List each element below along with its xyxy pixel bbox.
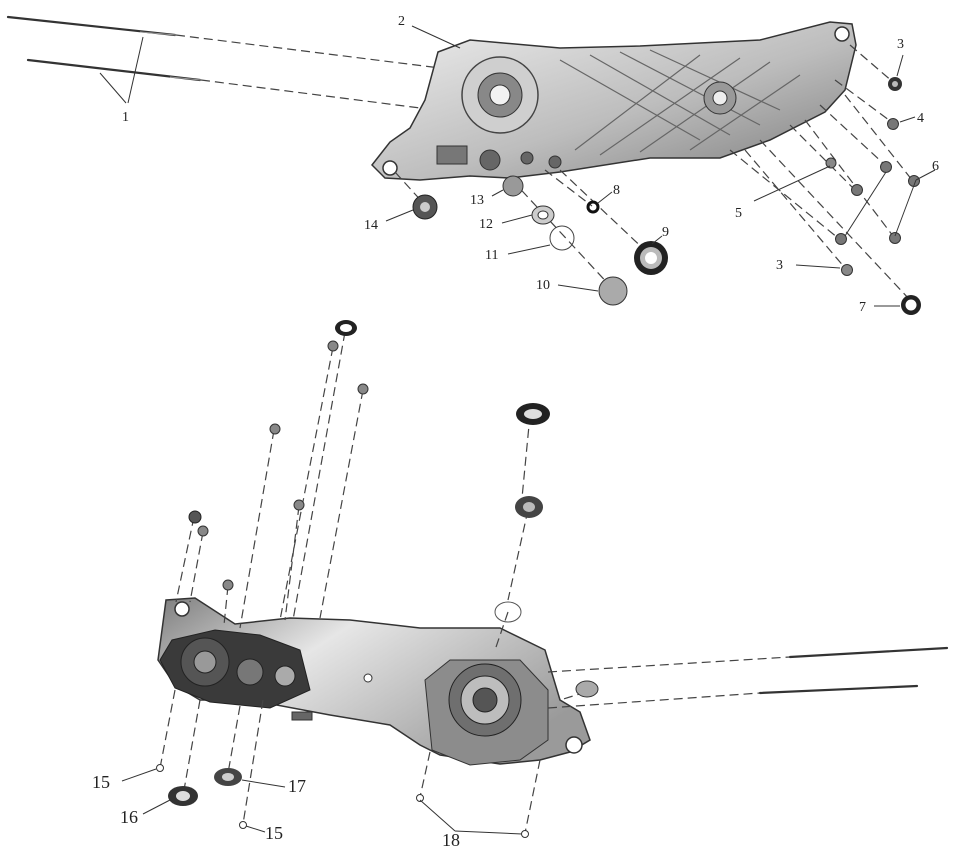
callout-13: 13 <box>470 193 484 208</box>
callout-17: 17 <box>288 776 306 796</box>
bearing-bottom <box>515 496 543 518</box>
callout-8: 8 <box>613 183 620 198</box>
part-17-seal <box>214 768 242 786</box>
callout-18: 18 <box>442 830 460 850</box>
callout-2: 2 <box>398 14 405 29</box>
callout-11: 11 <box>485 248 498 263</box>
assembly-line <box>547 692 761 709</box>
leader-lines-top <box>99 25 936 307</box>
assembly-line <box>547 656 791 673</box>
callout-6: 6 <box>932 159 939 174</box>
plug-bottom-right <box>575 680 599 698</box>
stud-rod-right-upper <box>788 646 949 659</box>
assembly-lines-top <box>394 44 913 301</box>
part-8-o-ring <box>586 200 600 214</box>
part-15-dowel-a <box>156 764 164 772</box>
crankcase-left-half <box>157 597 591 766</box>
crankcase-right-half <box>371 21 857 181</box>
part-6-bolts <box>835 161 920 245</box>
assembly-line <box>200 79 421 109</box>
part-14-seal <box>412 194 438 220</box>
part-7-oil-seal <box>901 295 921 315</box>
part-12-bushing <box>531 205 555 225</box>
stud-rod-lower <box>26 58 202 82</box>
part-4-bolt <box>887 118 899 130</box>
part-9-oil-seal <box>634 241 668 275</box>
part-10-plug <box>598 276 628 306</box>
callout-3: 3 <box>897 37 904 52</box>
leader-lines-bottom <box>121 768 523 835</box>
part-11-gasket-ring <box>549 225 575 251</box>
bolts-bottom <box>188 340 369 591</box>
callout-14: 14 <box>364 218 378 233</box>
part-3-nut-upper <box>888 77 902 91</box>
callout-10: 10 <box>536 278 550 293</box>
o-ring-bottom <box>494 601 522 623</box>
part-3-nut-lower <box>841 264 853 276</box>
seal-top-bottom-a <box>335 320 357 336</box>
part-18-dowels <box>416 794 529 838</box>
part-13-bearing <box>502 175 524 197</box>
seal-top-bottom-b <box>516 403 550 425</box>
callout-9: 9 <box>662 225 669 240</box>
part-16-oil-seal <box>168 786 198 806</box>
callout-5: 5 <box>735 206 742 221</box>
callout-16: 16 <box>120 807 138 827</box>
assembly-line <box>175 34 441 69</box>
callout-4: 4 <box>917 111 924 126</box>
callout-7: 7 <box>859 300 866 315</box>
callout-1: 1 <box>122 110 129 125</box>
stud-rod-right-lower <box>758 684 919 695</box>
callout-15: 15 <box>265 823 283 843</box>
stud-rod-upper <box>6 15 177 37</box>
callout-12: 12 <box>479 217 493 232</box>
part-5-dowel <box>825 157 837 169</box>
callout-15: 15 <box>92 772 110 792</box>
callout-3: 3 <box>776 258 783 273</box>
part-15-dowel-b <box>239 821 247 829</box>
